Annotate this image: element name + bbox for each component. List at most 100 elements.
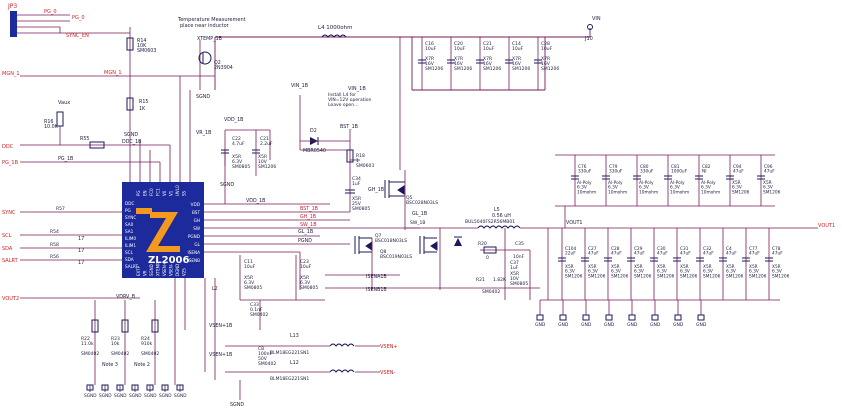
bulk-cap-symbol — [571, 175, 579, 180]
rset-package: SM0402 — [111, 351, 129, 357]
bulk-cap-symbol — [664, 175, 672, 180]
sgnd-label: SGND — [174, 393, 187, 399]
gl-1b-label: GL_1B — [298, 229, 313, 235]
ic-pin-bottom: SGND — [149, 264, 154, 276]
temp-note: Temperature Measurement place near induc… — [177, 17, 247, 29]
ic-pin-left: SALRT — [125, 264, 139, 269]
header-ref: JP3 — [7, 3, 17, 10]
poly-wires — [555, 154, 775, 228]
ic-pins: DDCPGSYNCSA0SA1ILIM0ILIM1SCLSDASALRTVDDB… — [125, 185, 201, 276]
ic-pin-left: SYNC — [125, 215, 136, 220]
ic-pin-left: SA0 — [125, 222, 134, 227]
d3-diode — [454, 236, 462, 246]
ic-pin-top: FC1 — [156, 188, 161, 196]
l12-label: L12 — [290, 360, 299, 366]
r20-label: R200 — [478, 241, 489, 261]
ic-pin-bottom: EXTP — [136, 265, 141, 276]
rset-resistor — [91, 319, 99, 333]
ic-pin-top: V1 — [169, 190, 174, 196]
q5-mosfet — [384, 170, 406, 230]
ic-name: ZL2006 — [148, 255, 189, 266]
sgnd-a: SGND — [196, 94, 210, 100]
ic-pin-bottom: XTEMP — [156, 262, 161, 276]
scl-label: SCL — [2, 233, 12, 239]
sgnd-c: SGND — [220, 182, 234, 188]
q8-mosfet — [419, 236, 438, 254]
isenb-label: ISENB1B — [366, 287, 387, 293]
gnd-label: GND — [627, 322, 638, 328]
note2: Note 2 — [134, 362, 150, 368]
l5-inductor — [477, 225, 521, 229]
ic-pin-bottom: VSEN+ — [162, 262, 167, 276]
vaux-label: Vaux — [58, 100, 70, 106]
vdd-1b-label: VDD_1B — [246, 198, 265, 204]
sgnd-pad — [116, 384, 124, 391]
rset-package: SM0402 — [141, 351, 159, 357]
ic-pin-right: ISENB — [187, 258, 200, 263]
gh-label: GH_1B — [368, 187, 384, 193]
sgnd-label: SGND — [129, 393, 142, 399]
c22-cap — [221, 130, 260, 176]
sgnd-pad — [131, 384, 139, 391]
salrt-label: SALRT — [2, 258, 19, 264]
gnd-pad — [559, 314, 567, 321]
sgnd-pad — [101, 384, 109, 391]
ic-pin-top: PG — [136, 190, 141, 196]
bulk-cap-symbol — [726, 175, 734, 180]
gnd-label: GND — [696, 322, 707, 328]
ic-pin-right: VDD — [191, 202, 200, 207]
ic-pin-left: SDA — [125, 257, 134, 262]
c34-cap — [345, 189, 355, 194]
output-cap-symbol — [742, 257, 750, 262]
bst-1b-top: XTEMP_1B — [197, 36, 222, 42]
gnd-pad — [628, 314, 636, 321]
header-pin-2: PG_0 — [72, 15, 85, 21]
vin-1b-label: VIN_1B — [348, 86, 366, 92]
sw-name: SW_1B — [410, 220, 426, 226]
ic-pin-left: ILIM0 — [125, 236, 136, 241]
vr-1b-label: VR_1B — [196, 130, 211, 136]
ic-pin-top: FC0 — [149, 188, 154, 196]
vin-note: Install L4 for VIN=12V operation Leave o… — [328, 92, 373, 108]
sgnd-label: SGND — [144, 393, 157, 399]
vsen1b-label: VSEN+1B — [209, 323, 232, 329]
l12-inductor — [329, 369, 355, 373]
r55-label: R55 — [80, 136, 89, 142]
output-cap-symbol — [719, 257, 727, 262]
output-cap-symbol — [627, 257, 635, 262]
r20-resistor — [483, 246, 497, 254]
